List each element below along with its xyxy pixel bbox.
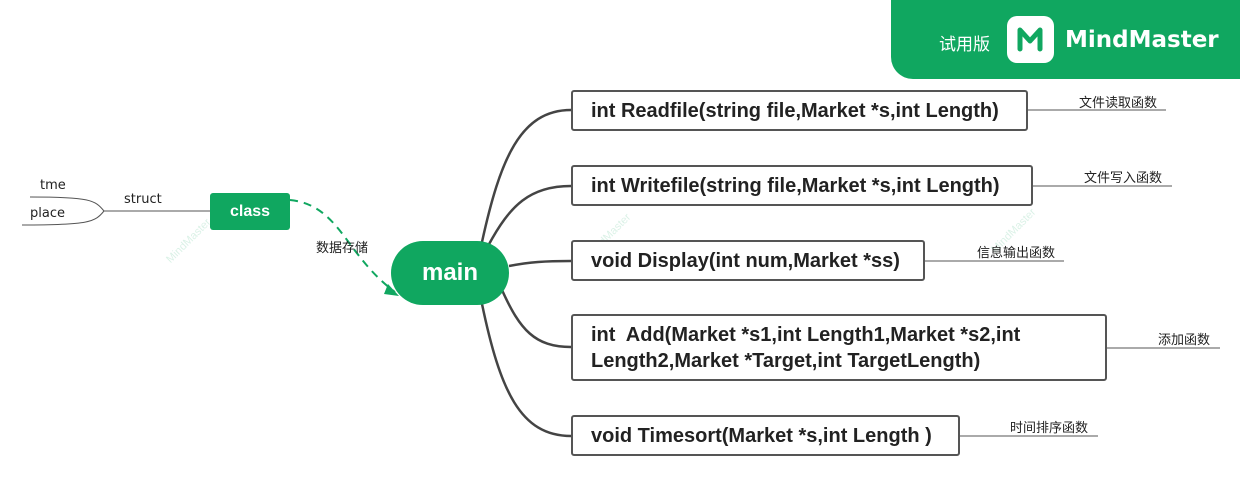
relation-label: 数据存储 <box>316 241 369 256</box>
trial-banner[interactable]: 试用版 MindMaster <box>891 0 1240 79</box>
struct-label: struct <box>124 192 162 207</box>
branch-node-readfile[interactable]: int Readfile(string file,Market *s,int L… <box>571 90 1028 131</box>
trial-label: 试用版 <box>939 35 990 55</box>
branch-node-timesort[interactable]: void Timesort(Market *s,int Length ) <box>571 415 960 456</box>
brand-name: MindMaster <box>1065 27 1219 53</box>
branch-note-writefile: 文件写入函数 <box>1084 171 1163 186</box>
connector-display <box>508 259 572 268</box>
branch-signature: int Writefile(string file,Market *s,int … <box>591 174 1000 197</box>
relation-arrowhead <box>384 284 399 296</box>
connector-writefile <box>486 184 572 247</box>
mindmaster-logo-icon <box>1007 16 1054 63</box>
relation-connector <box>289 199 396 293</box>
branch-signature: void Timesort(Market *s,int Length ) <box>591 424 932 447</box>
branch-signature: int Add(Market *s1,int Length1,Market *s… <box>591 323 1026 372</box>
class-node[interactable]: class <box>210 193 290 230</box>
field-label-place: place <box>30 206 65 221</box>
connector-readfile <box>480 108 572 243</box>
branch-node-writefile[interactable]: int Writefile(string file,Market *s,int … <box>571 165 1033 206</box>
field-line-place <box>21 210 105 226</box>
connector-add <box>500 289 572 349</box>
branch-note-add: 添加函数 <box>1158 333 1211 348</box>
root-node-main[interactable]: main <box>391 241 509 305</box>
branch-node-display[interactable]: void Display(int num,Market *ss) <box>571 240 925 281</box>
connector-timesort <box>480 303 572 438</box>
branch-node-add[interactable]: int Add(Market *s1,int Length1,Market *s… <box>571 314 1107 381</box>
branch-signature: int Readfile(string file,Market *s,int L… <box>591 99 999 122</box>
branch-signature: void Display(int num,Market *ss) <box>591 249 900 272</box>
branch-note-timesort: 时间排序函数 <box>1010 421 1089 436</box>
field-label-tme: tme <box>40 178 66 193</box>
branch-note-readfile: 文件读取函数 <box>1079 96 1158 111</box>
branch-note-display: 信息输出函数 <box>977 246 1056 261</box>
field-line-tme <box>29 196 105 212</box>
